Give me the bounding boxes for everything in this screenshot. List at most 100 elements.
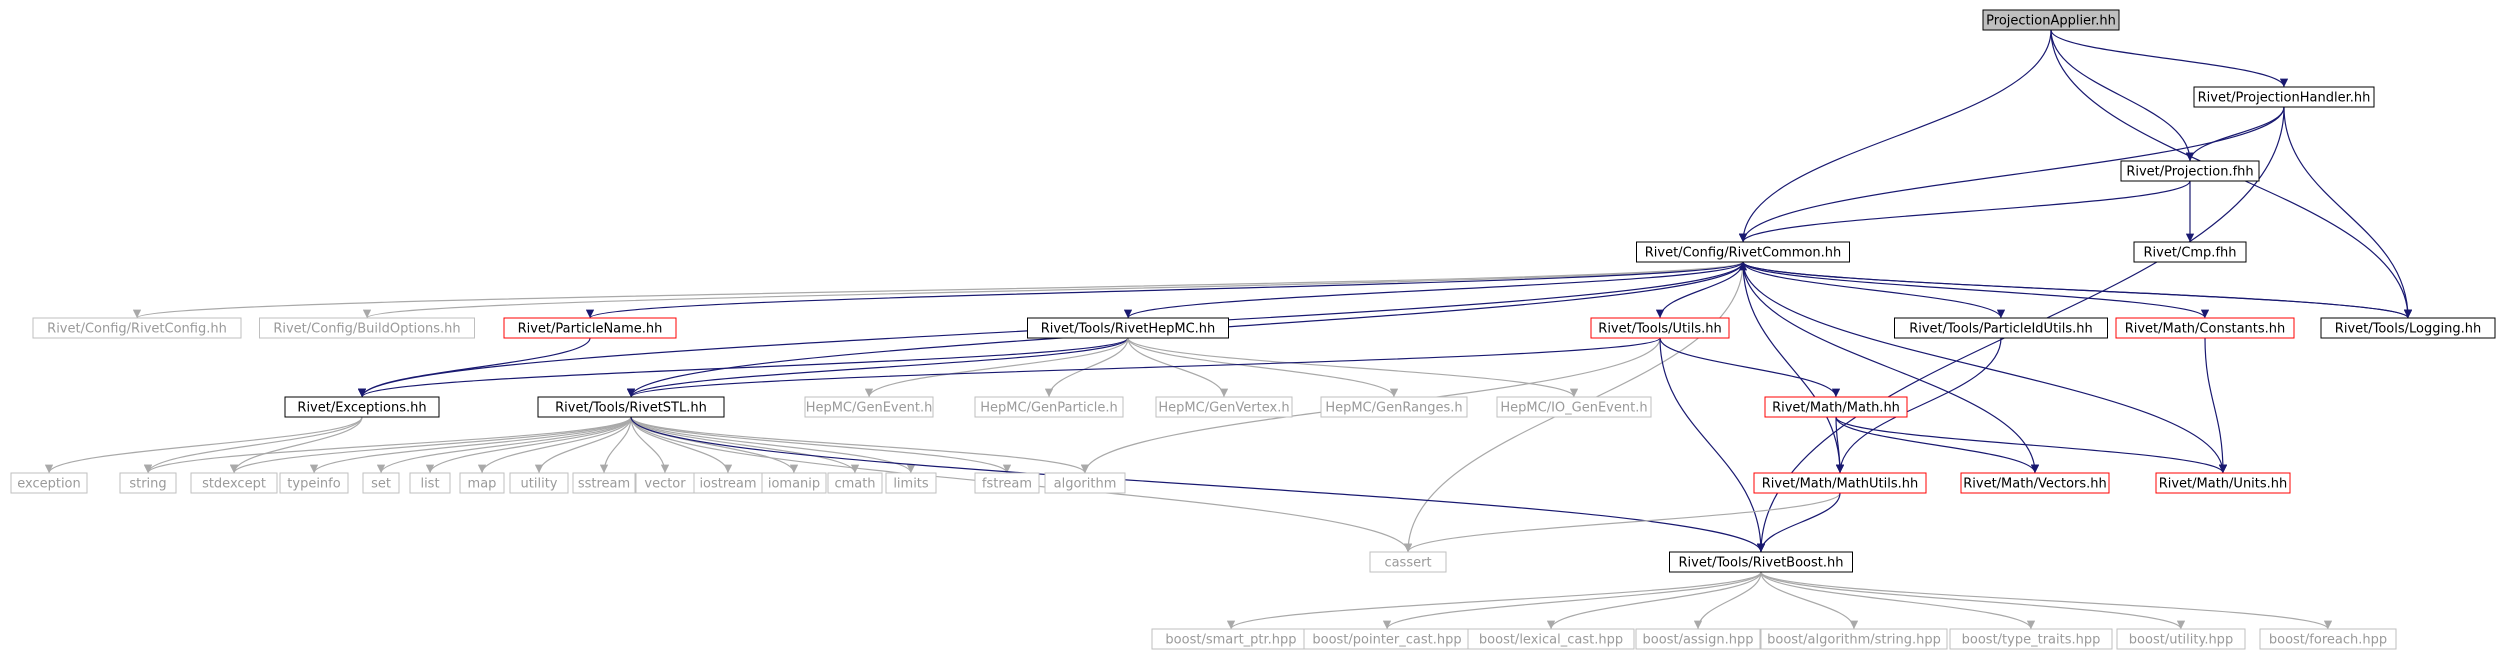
node-box (974, 396, 1124, 418)
edge-hepmc-to-iogenevent (1127, 337, 1579, 398)
edge-hepmc-to-exceptions (358, 337, 1129, 398)
node-box (885, 472, 937, 494)
node-fstream: fstream (974, 472, 1040, 494)
node-label: sstream (578, 477, 630, 492)
node-assign: boost/assign.hpp (1635, 628, 1761, 650)
edge-pidutils-to-mathutils (1835, 337, 2002, 474)
node-label: HepMC/GenEvent.h (806, 401, 933, 416)
node-box (1960, 472, 2110, 494)
node-box (10, 472, 88, 494)
node-label: set (371, 477, 391, 492)
node-box (2320, 317, 2496, 339)
node-cmath: cmath (827, 472, 883, 494)
node-label: Rivet/Tools/RivetBoost.hh (1679, 556, 1844, 571)
node-label: Rivet/Tools/RivetHepMC.hh (1041, 322, 1216, 337)
node-label: HepMC/GenParticle.h (980, 401, 1117, 416)
node-iostream: iostream (693, 472, 763, 494)
edge-exceptions-to-exception (44, 416, 363, 474)
node-label: Rivet/ProjectionHandler.hh (2198, 91, 2371, 106)
node-box (459, 472, 505, 494)
node-typetraits: boost/type_traits.hpp (1949, 628, 2113, 650)
node-box (32, 317, 242, 339)
node-iogenevent: HepMC/IO_GenEvent.h (1496, 396, 1652, 418)
edge-exceptions-to-string (143, 416, 363, 474)
node-cmp[interactable]: Rivet/Cmp.fhh (2133, 241, 2247, 263)
node-label: boost/foreach.hpp (2269, 633, 2387, 648)
node-stl[interactable]: Rivet/Tools/RivetSTL.hh (537, 396, 725, 418)
node-label: ProjectionApplier.hh (1986, 14, 2116, 29)
edge-handler-to-projfhh (2185, 106, 2285, 162)
node-limits: limits (885, 472, 937, 494)
node-box (1949, 628, 2113, 650)
node-label: Rivet/Cmp.fhh (2144, 246, 2237, 261)
node-handler[interactable]: Rivet/ProjectionHandler.hh (2193, 86, 2375, 108)
edge-common-to-hepmc (1124, 261, 1744, 319)
node-mathutils[interactable]: Rivet/Math/MathUtils.hh (1753, 472, 1927, 494)
node-label: Rivet/Config/RivetCommon.hh (1645, 246, 1842, 261)
node-utils[interactable]: Rivet/Tools/Utils.hh (1590, 317, 1730, 339)
node-logging[interactable]: Rivet/Tools/Logging.hh (2320, 317, 2496, 339)
node-sstream: sstream (572, 472, 636, 494)
node-root[interactable]: ProjectionApplier.hh (1982, 9, 2120, 31)
edge-exceptions-to-stdexcept (229, 416, 363, 474)
node-box (804, 396, 934, 418)
node-vector: vector (635, 472, 695, 494)
node-genparticle: HepMC/GenParticle.h (974, 396, 1124, 418)
node-box (2120, 160, 2260, 182)
node-foreach: boost/foreach.hpp (2259, 628, 2397, 650)
edge-projfhh-to-common (1738, 180, 2191, 243)
edge-hepmc-to-stl (626, 337, 1129, 398)
node-cassert: cassert (1369, 551, 1447, 573)
node-box (259, 317, 475, 339)
edge-stl-to-sstream (599, 416, 632, 474)
node-butility: boost/utility.hpp (2116, 628, 2246, 650)
node-box (503, 317, 677, 339)
node-box (190, 472, 278, 494)
edge-mathutils-to-cassert (1403, 492, 1841, 553)
node-label: Rivet/Config/RivetConfig.hh (47, 322, 227, 337)
node-list: list (409, 472, 451, 494)
edge-stl-to-set (376, 416, 632, 474)
node-label: algorithm (1054, 477, 1117, 492)
node-pidutils[interactable]: Rivet/Tools/ParticleIdUtils.hh (1894, 317, 2108, 339)
edge-common-to-mathutils (1742, 261, 1845, 474)
node-mathhh[interactable]: Rivet/Math/Math.hh (1764, 396, 1908, 418)
edge-common-to-rivetconfig (133, 261, 1744, 319)
edge-root-to-projfhh (2050, 29, 2195, 162)
node-projfhh[interactable]: Rivet/Projection.fhh (2120, 160, 2260, 182)
edge-boost-to-typetraits (1760, 571, 2036, 630)
node-exceptions[interactable]: Rivet/Exceptions.hh (284, 396, 440, 418)
node-constants[interactable]: Rivet/Math/Constants.hh (2115, 317, 2295, 339)
node-stdexcept: stdexcept (190, 472, 278, 494)
node-box (1369, 551, 1447, 573)
edge-boost-to-algostring (1760, 571, 1859, 630)
node-box (1764, 396, 1908, 418)
node-label: boost/lexical_cast.hpp (1479, 633, 1623, 648)
node-string: string (119, 472, 177, 494)
edge-boost-to-smartptr (1226, 571, 1762, 630)
node-genranges: HepMC/GenRanges.h (1320, 396, 1468, 418)
node-box (1894, 317, 2108, 339)
node-box (1635, 628, 1761, 650)
node-box (2259, 628, 2397, 650)
node-label: cassert (1384, 556, 1431, 571)
node-label: vector (644, 477, 686, 492)
node-common[interactable]: Rivet/Config/RivetCommon.hh (1636, 241, 1850, 263)
node-hepmc[interactable]: Rivet/Tools/RivetHepMC.hh (1027, 317, 1229, 339)
node-box (1027, 317, 1229, 339)
node-particlename[interactable]: Rivet/ParticleName.hh (503, 317, 677, 339)
node-vectors[interactable]: Rivet/Math/Vectors.hh (1960, 472, 2110, 494)
node-box (2133, 241, 2247, 263)
edge-stl-to-utility (534, 416, 632, 474)
node-units[interactable]: Rivet/Math/Units.hh (2155, 472, 2291, 494)
node-genevent: HepMC/GenEvent.h (804, 396, 934, 418)
node-boost[interactable]: Rivet/Tools/RivetBoost.hh (1669, 551, 1853, 573)
edge-handler-to-common (1738, 106, 2285, 243)
node-box (974, 472, 1040, 494)
node-label: boost/utility.hpp (2129, 633, 2233, 648)
node-box (537, 396, 725, 418)
edge-stl-to-iostream (630, 416, 733, 474)
node-label: map (468, 477, 497, 492)
node-label: Rivet/Math/Math.hh (1772, 401, 1900, 416)
